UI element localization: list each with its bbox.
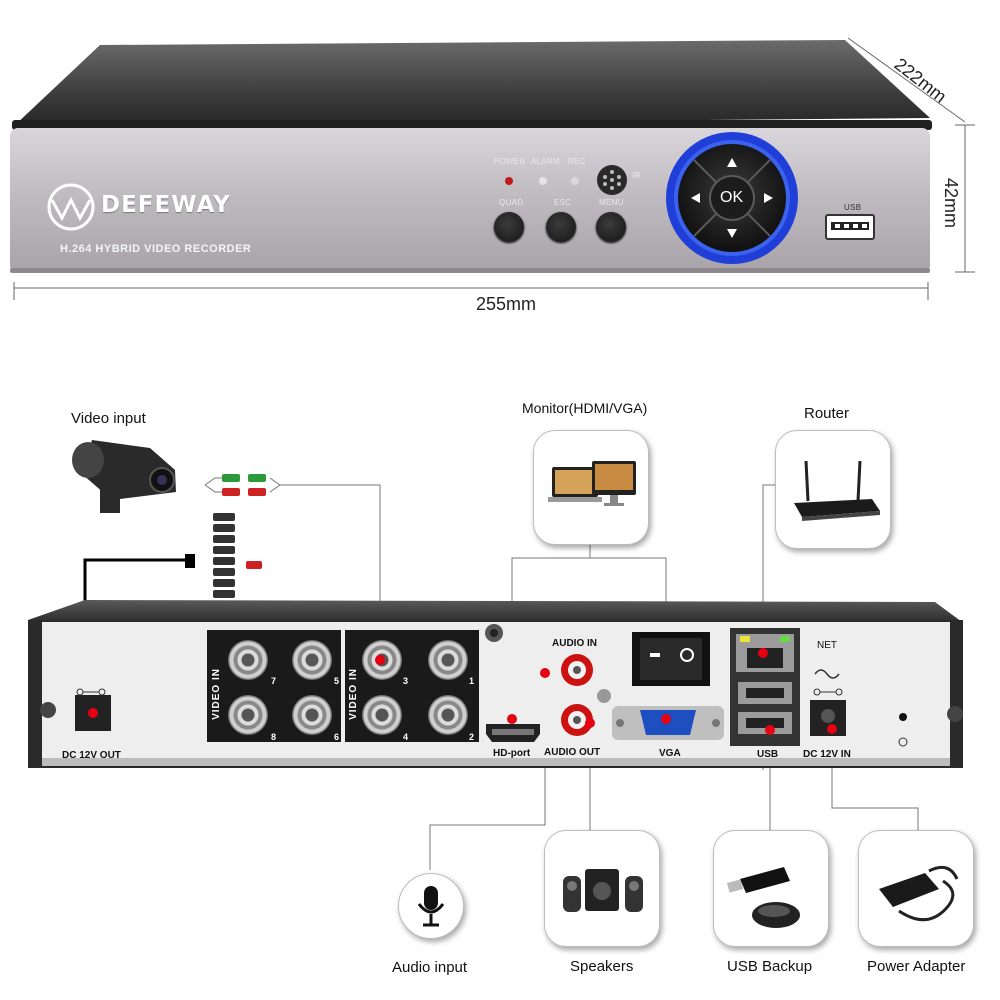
bnc-number-6: 6 [334,732,340,742]
bnc-number-2: 2 [469,732,475,742]
dot-bnc-3 [375,655,385,665]
bnc-port-5[interactable] [292,640,332,680]
vga-label: VGA [659,748,681,759]
quad-label: QUAD [499,198,524,207]
brand-name: DEFEWAY [101,192,231,218]
video-in-label-left: VIDEO IN [211,668,222,720]
hd-port-label: HD-port [493,748,531,759]
speakers-bubble [544,830,660,947]
bnc-number-3: 3 [403,676,409,686]
indicator-power-label: POWER [494,157,526,166]
bnc-number-5: 5 [334,676,340,686]
dot-net [758,648,768,658]
bnc-number-4: 4 [403,732,409,742]
router-icon [794,460,880,521]
indicator-rec-label: REC [568,157,586,166]
dot-usb [765,725,775,735]
ir-label: IR [632,171,641,180]
menu-button[interactable] [596,212,626,242]
front-usb-label: USB [844,203,862,212]
net-label: NET [817,640,837,651]
dot-dc-in [827,724,837,734]
bnc-port-4[interactable] [362,695,402,735]
rear-usb-label: USB [757,749,779,760]
dot-dc-out [88,708,98,718]
bnc-number-1: 1 [469,676,475,686]
audio-out-label: AUDIO OUT [544,747,601,758]
usb-backup-bubble [713,830,829,947]
video-input-label: Video input [71,410,146,427]
esc-label: ESC [554,198,572,207]
quad-button[interactable] [494,212,524,242]
speakers-label: Speakers [570,958,634,975]
monitor-icon [548,461,636,506]
dot-audio-in [540,668,550,678]
router-bubble [775,430,891,549]
indicator-alarm-label: ALARM [531,157,561,166]
power-adapter-icon [879,865,959,922]
bnc-number-8: 8 [271,732,277,742]
bnc-port-1[interactable] [428,640,468,680]
audio-in-label: AUDIO IN [552,638,597,649]
bnc-number-7: 7 [271,676,277,686]
dvr-front-chassis [10,37,975,300]
audio-input-bubble [398,873,464,939]
width-dimension: 255mm [476,294,537,314]
dot-hd-port [507,714,517,724]
speakers-icon [563,869,643,912]
bnc-port-2[interactable] [428,695,468,735]
router-label: Router [804,405,850,422]
dot-audio-out [585,718,595,728]
power-adapter-label: Power Adapter [867,958,966,975]
microphone-icon [417,886,445,927]
usb-backup-label: USB Backup [727,958,813,975]
dvr-rear-chassis [28,440,963,870]
dot-vga [661,714,671,724]
brand-subtitle: H.264 HYBRID VIDEO RECORDER [60,243,252,255]
menu-label: MENU [599,198,624,207]
bnc-port-6[interactable] [292,695,332,735]
dc-in-label: DC 12V IN [803,749,851,760]
height-dimension: 42mm [941,178,961,229]
esc-button[interactable] [546,212,576,242]
power-adapter-bubble [858,830,974,947]
bnc-port-7[interactable] [228,640,268,680]
video-in-label-right: VIDEO IN [348,668,359,720]
monitor-label: Monitor(HDMI/VGA) [522,400,648,416]
bnc-port-8[interactable] [228,695,268,735]
usb-backup-icon [726,867,800,928]
audio-input-label: Audio input [392,959,468,976]
dc-out-label: DC 12V OUT [62,750,121,761]
monitor-bubble [533,430,649,545]
ok-button[interactable]: OK [720,189,744,206]
